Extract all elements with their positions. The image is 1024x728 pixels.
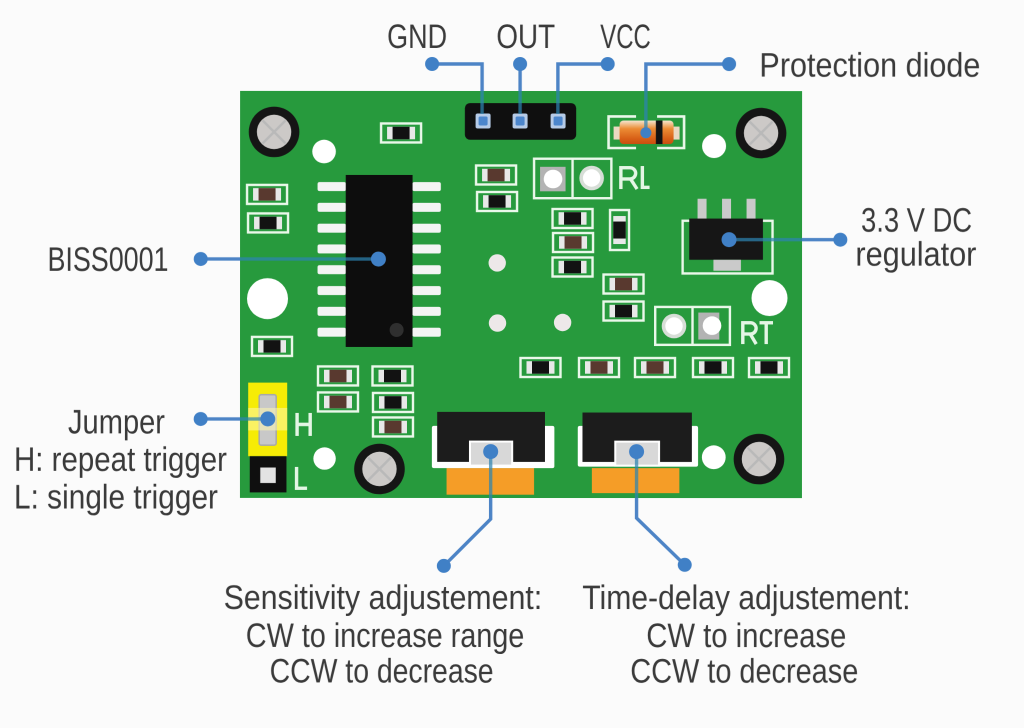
svg-text:Protection diode: Protection diode: [759, 47, 980, 85]
svg-text:L: single trigger: L: single trigger: [14, 478, 218, 516]
svg-text:CW to increase range: CW to increase range: [246, 617, 525, 655]
svg-text:CW to increase: CW to increase: [646, 617, 846, 655]
svg-text:regulator: regulator: [855, 236, 976, 274]
svg-text:Jumper: Jumper: [68, 403, 165, 441]
svg-text:H: repeat trigger: H: repeat trigger: [14, 441, 227, 479]
svg-text:Time-delay adjustement:: Time-delay adjustement:: [582, 579, 910, 617]
svg-text:OUT: OUT: [496, 18, 555, 56]
svg-text:CCW to decrease: CCW to decrease: [630, 653, 858, 691]
svg-text:GND: GND: [387, 18, 447, 56]
svg-text:CCW to decrease: CCW to decrease: [270, 653, 494, 691]
svg-text:Sensitivity adjustement:: Sensitivity adjustement:: [224, 579, 543, 617]
svg-text:BISS0001: BISS0001: [48, 241, 169, 279]
svg-text:3.3 V DC: 3.3 V DC: [861, 201, 972, 239]
svg-text:VCC: VCC: [600, 18, 651, 56]
